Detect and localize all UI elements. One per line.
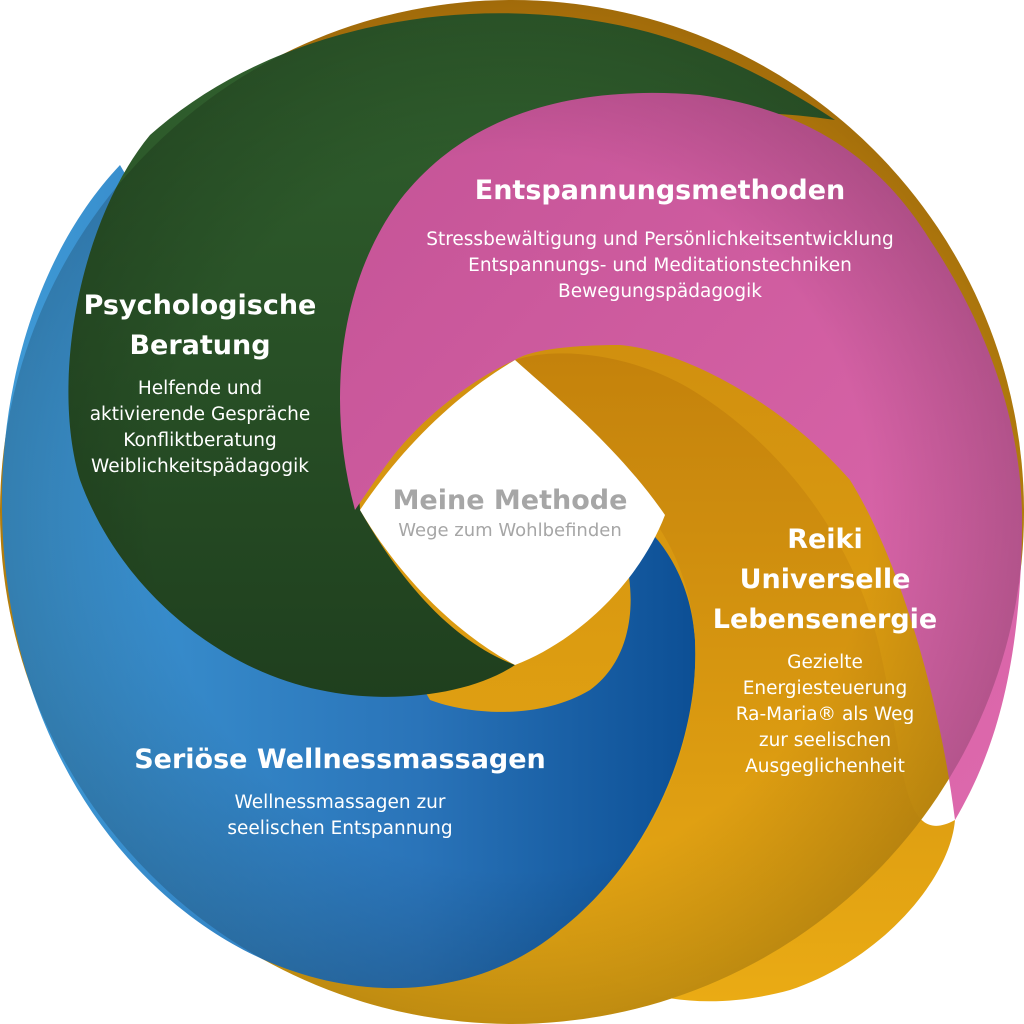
reiki-item: Energiesteuerung <box>742 678 908 699</box>
psychological-items: Helfende und aktivierende Gespräche Konf… <box>50 376 350 480</box>
reiki-item: Gezielte <box>787 652 863 673</box>
psychological-item: Helfende und <box>137 378 263 399</box>
reiki-title-line: Reiki <box>787 524 863 555</box>
relaxation-item: Entspannungs- und Meditationstechniken <box>468 255 852 276</box>
psychological-item: Konfliktberatung <box>123 430 277 451</box>
label-wellness-massages: Seriöse Wellnessmassagen Wellnessmassage… <box>100 740 580 842</box>
reiki-item: Ausgeglichenheit <box>745 756 905 777</box>
reiki-item: Ra-Maria® als Weg <box>735 704 915 725</box>
wellness-title: Seriöse Wellnessmassagen <box>100 740 580 780</box>
relaxation-title-line: Entspannungsmethoden <box>474 175 846 206</box>
relaxation-item: Stressbewältigung und Persönlichkeitsent… <box>426 229 894 250</box>
label-relaxation-methods: Entspannungsmethoden Stressbewältigung u… <box>380 171 940 305</box>
center-label: Meine Methode Wege zum Wohlbefinden <box>360 484 660 542</box>
reiki-item: zur seelischen <box>758 730 892 751</box>
wellness-items: Wellnessmassagen zur seelischen Entspann… <box>100 790 580 842</box>
relaxation-title: Entspannungsmethoden <box>380 171 940 211</box>
relaxation-item: Bewegungspädagogik <box>558 281 762 302</box>
psychological-item: aktivierende Gespräche <box>89 404 311 425</box>
psychological-title-line: Beratung <box>129 330 271 361</box>
wellness-title-line: Seriöse Wellnessmassagen <box>134 744 546 775</box>
center-title: Meine Methode <box>392 485 628 516</box>
psychological-title-line: Psychologische <box>83 290 317 321</box>
label-reiki: Reiki Universelle Lebensenergie Gezielte… <box>690 520 960 780</box>
label-psychological-counseling: Psychologische Beratung Helfende und akt… <box>50 286 350 480</box>
wellness-item: seelischen Entspannung <box>227 818 453 839</box>
reiki-items: Gezielte Energiesteuerung Ra-Maria® als … <box>690 650 960 780</box>
reiki-title-line: Universelle <box>739 564 911 595</box>
psychological-title: Psychologische Beratung <box>50 286 350 366</box>
psychological-item: Weiblichkeitspädagogik <box>91 456 309 477</box>
reiki-title-line: Lebensenergie <box>712 604 938 635</box>
reiki-title: Reiki Universelle Lebensenergie <box>690 520 960 640</box>
center-subtitle: Wege zum Wohlbefinden <box>398 520 622 541</box>
wellness-item: Wellnessmassagen zur <box>234 792 446 813</box>
relaxation-items: Stressbewältigung und Persönlichkeitsent… <box>380 227 940 305</box>
